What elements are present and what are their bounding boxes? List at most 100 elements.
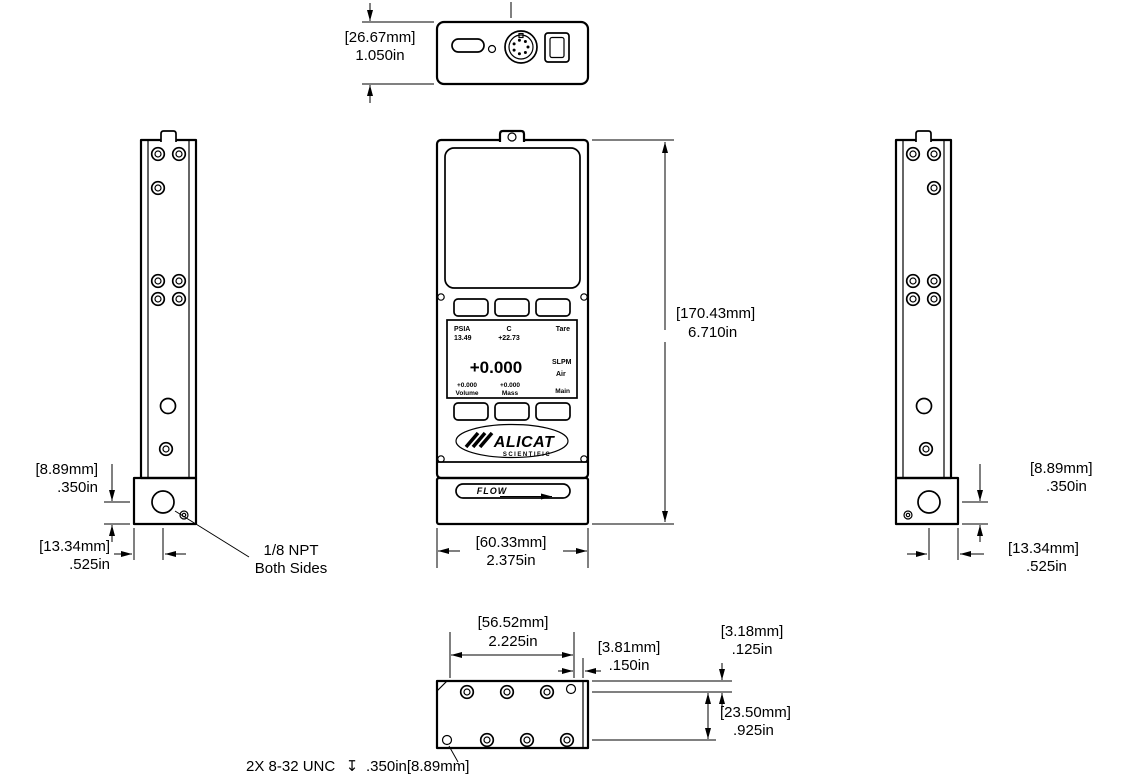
- panel-screw-icon: [580, 293, 588, 301]
- screw-icon: [926, 180, 942, 196]
- tapped-hole: [565, 683, 577, 695]
- screw-icon: [150, 291, 166, 307]
- dim-bottom-hole-inset: [3.81mm] .150in: [558, 639, 660, 678]
- npt-note-line1: 1/8 NPT: [263, 542, 318, 559]
- logo-stripe-icon: [464, 431, 480, 449]
- panel-screw-icon: [437, 293, 445, 301]
- dim-right-port-height-in: .350in: [1046, 478, 1087, 495]
- indicator-hole: [487, 44, 497, 54]
- right-side-view: [894, 130, 960, 526]
- usb-port: [451, 38, 485, 53]
- mounting-tab: [498, 129, 526, 142]
- button-top-2: [494, 298, 530, 317]
- left-side-view: [132, 130, 198, 526]
- right-body-outline: [894, 138, 953, 480]
- lcd-volume-label: Volume: [456, 390, 479, 397]
- dim-bottom-row-spacing: [23.50mm] .925in: [592, 693, 791, 741]
- flow-label: FLOW: [477, 486, 508, 496]
- lcd-tare-label: Tare: [556, 326, 570, 333]
- dim-bottom-edge-offset-in: .125in: [732, 641, 773, 658]
- depth-symbol-icon: ↧: [346, 758, 359, 775]
- mounting-hole: [507, 132, 517, 142]
- lcd-flow-unit: SLPM: [552, 359, 572, 366]
- dim-body-width: [60.33mm] 2.375in: [436, 528, 589, 569]
- screw-icon: [905, 273, 921, 289]
- dim-bottom-hole-inset-in: .150in: [609, 657, 650, 674]
- screw-icon: [918, 441, 934, 457]
- dim-left-port-height-mm: [8.89mm]: [35, 461, 98, 478]
- dim-top-height: [26.67mm] 1.050in: [345, 3, 434, 103]
- dim-bottom-edge-offset: [3.18mm] .125in: [592, 623, 783, 710]
- npt-leader-line: [174, 510, 250, 558]
- dim-overall-height-mm: [170.43mm]: [676, 305, 755, 322]
- top-view: [435, 2, 590, 86]
- dim-bottom-hole-span-mm: [56.52mm]: [478, 614, 549, 631]
- screw-icon: [499, 684, 515, 700]
- screw-icon: [171, 273, 187, 289]
- npt-port: [917, 490, 941, 514]
- button-bottom-2: [494, 402, 530, 421]
- screw-icon: [479, 732, 495, 748]
- screw-icon: [150, 146, 166, 162]
- lcd-main-label: Main: [555, 388, 570, 395]
- button-bottom-1: [453, 402, 489, 421]
- brand-subtitle: SCIENTIFIC: [503, 452, 551, 458]
- dim-left-port-offset-in: .525in: [69, 556, 110, 573]
- flow-body-outline: [435, 476, 590, 526]
- screw-icon: [903, 510, 913, 520]
- brand-logo: ALICAT SCIENTIFIC: [455, 423, 569, 459]
- dim-bottom-row-spacing-in: .925in: [733, 722, 774, 739]
- screw-icon: [539, 684, 555, 700]
- brand-name: ALICAT: [493, 434, 555, 451]
- dim-left-port-height-in: .350in: [57, 479, 98, 496]
- screw-icon: [926, 273, 942, 289]
- flow-slot: FLOW: [455, 483, 571, 500]
- dim-right-port-offset-in: .525in: [1026, 558, 1067, 575]
- right-base-outline: [894, 476, 960, 526]
- dim-overall-height: [170.43mm] 6.710in: [592, 139, 755, 525]
- side-hole: [915, 397, 933, 415]
- dim-right-port-height-mm: [8.89mm]: [1030, 460, 1093, 477]
- screw-icon: [158, 441, 174, 457]
- thread-qty-spec: 2X 8-32 UNC: [246, 758, 335, 775]
- dim-left-port-height: [8.89mm] .350in: [35, 461, 130, 542]
- dim-top-height-in: 1.050in: [355, 47, 404, 64]
- screw-icon: [926, 146, 942, 162]
- power-jack: [544, 32, 570, 63]
- dim-bottom-row-spacing-mm: [23.50mm]: [720, 704, 791, 721]
- tapped-hole: [441, 734, 453, 746]
- screw-icon: [926, 291, 942, 307]
- thread-note: 2X 8-32 UNC ↧ .350in[8.89mm]: [246, 745, 469, 775]
- bottom-view-outline: [435, 679, 590, 750]
- screw-icon: [459, 684, 475, 700]
- lcd-temp-label: C: [506, 326, 511, 333]
- screw-icon: [150, 273, 166, 289]
- dim-left-port-offset: [13.34mm] .525in: [39, 528, 186, 573]
- screw-icon: [519, 732, 535, 748]
- dim-body-width-in: 2.375in: [486, 552, 535, 569]
- logo-stripe-icon: [478, 431, 494, 449]
- screw-icon: [171, 291, 187, 307]
- side-hole: [159, 397, 177, 415]
- lcd-mass-label: Mass: [502, 390, 519, 397]
- dim-overall-height-in: 6.710in: [688, 324, 737, 341]
- dim-right-port-height: [8.89mm] .350in: [962, 460, 1093, 542]
- lcd-volume-value: +0.000: [457, 382, 477, 389]
- screw-icon: [905, 146, 921, 162]
- din-connector: [504, 30, 538, 64]
- mounting-tab: [160, 130, 177, 142]
- thread-depth: .350in[8.89mm]: [366, 758, 469, 775]
- bottom-view: [435, 679, 590, 750]
- dim-right-port-offset-mm: [13.34mm]: [1008, 540, 1079, 557]
- dim-bottom-hole-span: [56.52mm] 2.225in: [449, 614, 575, 678]
- screw-icon: [905, 291, 921, 307]
- screw-icon: [171, 146, 187, 162]
- thread-leader-line: [448, 745, 459, 763]
- lcd-temp-value: +22.73: [498, 335, 520, 342]
- top-view-outline: [435, 20, 590, 86]
- lcd-pressure-label: PSIA: [454, 326, 470, 333]
- lcd-mass-value: +0.000: [500, 382, 520, 389]
- lcd-flow-value: +0.000: [470, 358, 522, 377]
- left-body-outline: [139, 138, 198, 480]
